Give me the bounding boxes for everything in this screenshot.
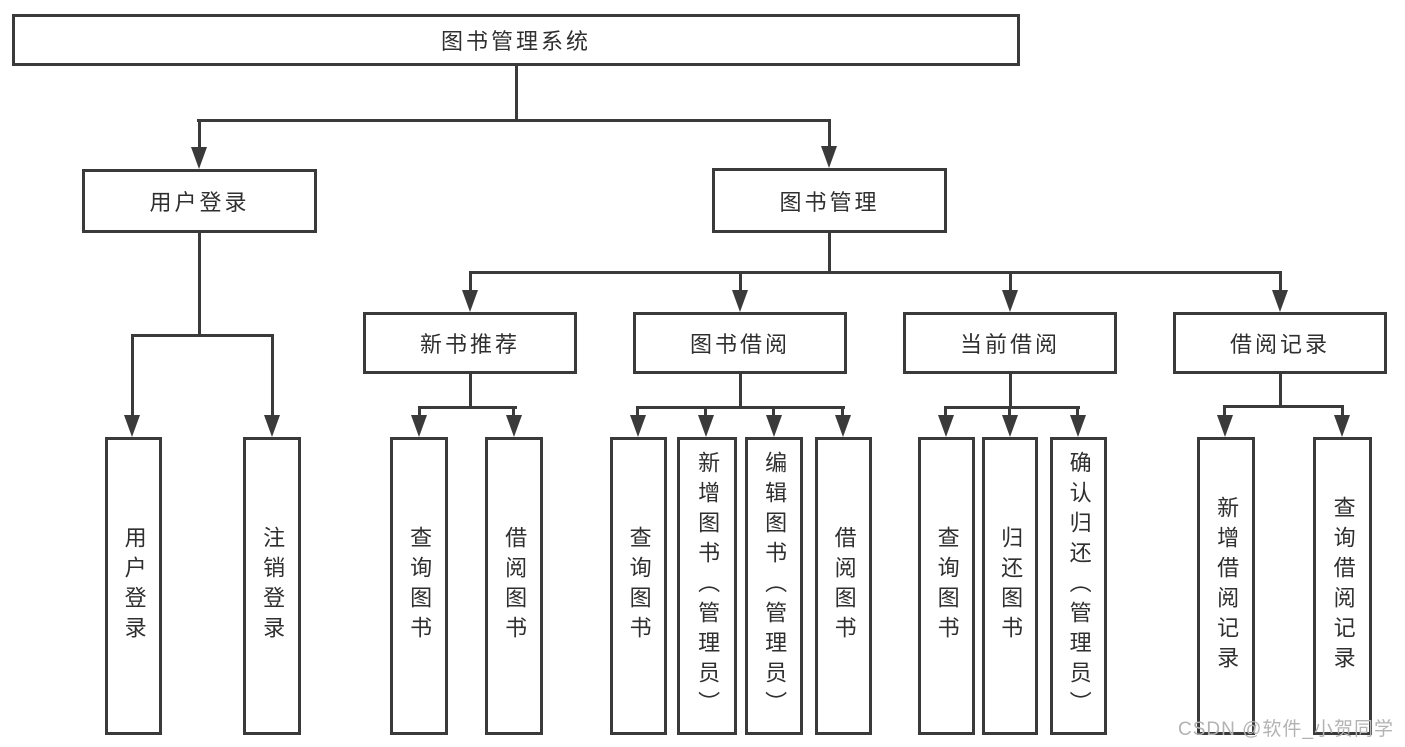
connector-to-current	[1009, 271, 1012, 295]
connector-to-book-mgmt	[828, 119, 831, 151]
node-records: 借阅记录	[1173, 312, 1387, 374]
node-book-mgmt-label: 图书管理	[779, 189, 880, 215]
arrowhead-user-login-icon	[191, 147, 207, 169]
leaf-newbooks-borrow: 借阅图书	[485, 437, 543, 735]
leaf-borrowing-borrow: 借阅图书	[815, 437, 872, 735]
leaf-newbooks-query: 查询图书	[390, 437, 448, 735]
node-new-books: 新书推荐	[363, 312, 577, 374]
connector-login-branch	[131, 334, 274, 337]
leaf-borrowing-edit: 编辑图书（管理员）	[745, 437, 803, 735]
node-borrowing-label: 图书借阅	[689, 332, 790, 357]
arrowhead-borrowing-query-icon	[630, 415, 646, 437]
node-current-label: 当前借阅	[959, 332, 1060, 357]
connector-to-borrowing-borrow	[841, 406, 844, 418]
arrowhead-records-query-icon	[1334, 415, 1350, 437]
connector-mgmt-branch	[469, 271, 1282, 274]
node-user-login: 用户登录	[82, 169, 317, 233]
leaf-current-query-label: 查询图书	[934, 526, 960, 646]
connector-records-stem	[1279, 374, 1282, 408]
node-root: 图书管理系统	[12, 14, 1020, 66]
connector-to-leaf-logout	[271, 334, 274, 418]
leaf-user-login: 用户登录	[105, 437, 162, 735]
arrowhead-borrowing-borrow-icon	[835, 415, 851, 437]
leaf-borrowing-edit-label: 编辑图书（管理员）	[762, 451, 788, 721]
arrowhead-borrowing-icon	[732, 290, 748, 312]
leaf-current-return-label: 归还图书	[998, 526, 1024, 646]
arrowhead-newbooks-query-icon	[411, 415, 427, 437]
connector-to-borrowing	[739, 271, 742, 295]
arrowhead-book-mgmt-icon	[821, 146, 837, 168]
leaf-current-confirm-label: 确认归还（管理员）	[1066, 451, 1092, 721]
node-user-login-label: 用户登录	[149, 190, 250, 215]
arrowhead-current-query-icon	[938, 415, 954, 437]
leaf-current-return: 归还图书	[982, 437, 1038, 735]
leaf-records-add: 新增借阅记录	[1197, 437, 1255, 735]
watermark: CSDN @软件_小贺同学	[1178, 719, 1394, 740]
connector-to-borrowing-query	[636, 406, 639, 418]
arrowhead-leaf-user-login-icon	[124, 415, 140, 437]
node-current: 当前借阅	[903, 312, 1117, 374]
leaf-records-query-label: 查询借阅记录	[1330, 496, 1356, 676]
leaf-borrowing-add: 新增图书（管理员）	[677, 437, 737, 735]
connector-root-branch	[197, 119, 831, 122]
connector-current-branch	[944, 406, 1080, 409]
connector-to-borrowing-edit	[772, 406, 775, 418]
arrowhead-leaf-logout-icon	[264, 415, 280, 437]
connector-newbooks-branch	[418, 406, 517, 409]
connector-to-records-add	[1223, 405, 1226, 418]
connector-to-current-query	[944, 406, 947, 418]
connector-mgmt-stem	[828, 233, 831, 274]
leaf-logout-label: 注销登录	[260, 526, 286, 646]
connector-login-stem	[198, 233, 201, 337]
connector-to-records-query	[1341, 405, 1344, 418]
connector-current-stem	[1009, 374, 1012, 409]
leaf-borrowing-add-label: 新增图书（管理员）	[695, 451, 721, 721]
connector-to-newbooks-query	[418, 406, 421, 418]
connector-borrowing-stem	[739, 374, 742, 409]
connector-to-leaf-user-login	[131, 334, 134, 418]
connector-records-branch	[1223, 405, 1344, 408]
connector-to-current-confirm	[1076, 406, 1079, 418]
connector-to-user-login	[198, 119, 201, 151]
arrowhead-current-return-icon	[1002, 415, 1018, 437]
arrowhead-newbooks-borrow-icon	[506, 415, 522, 437]
leaf-newbooks-query-label: 查询图书	[407, 526, 433, 646]
arrowhead-records-icon	[1272, 290, 1288, 312]
connector-to-newbooks-borrow	[512, 406, 515, 418]
connector-borrowing-branch	[636, 406, 845, 409]
connector-to-records	[1279, 271, 1282, 295]
arrowhead-current-confirm-icon	[1070, 415, 1086, 437]
connector-to-current-return	[1008, 406, 1011, 418]
connector-root-stem	[515, 66, 518, 122]
leaf-logout: 注销登录	[243, 437, 301, 735]
arrowhead-borrowing-edit-icon	[766, 415, 782, 437]
leaf-borrowing-query-label: 查询图书	[626, 526, 652, 646]
node-new-books-label: 新书推荐	[419, 332, 520, 357]
leaf-current-query: 查询图书	[918, 437, 975, 735]
leaf-borrowing-borrow-label: 借阅图书	[831, 526, 857, 646]
arrowhead-new-books-icon	[462, 290, 478, 312]
arrowhead-current-icon	[1002, 290, 1018, 312]
arrowhead-records-add-icon	[1217, 415, 1233, 437]
leaf-records-query: 查询借阅记录	[1313, 437, 1372, 735]
node-book-mgmt: 图书管理	[712, 168, 947, 233]
leaf-records-add-label: 新增借阅记录	[1214, 496, 1240, 676]
node-records-label: 借阅记录	[1229, 332, 1330, 357]
leaf-borrowing-query: 查询图书	[610, 437, 667, 735]
node-root-label: 图书管理系统	[440, 29, 591, 54]
leaf-newbooks-borrow-label: 借阅图书	[502, 526, 528, 646]
connector-newbooks-stem	[469, 374, 472, 409]
leaf-user-login-label: 用户登录	[121, 526, 147, 646]
node-borrowing: 图书借阅	[633, 312, 847, 374]
connector-to-new-books	[469, 271, 472, 295]
arrowhead-borrowing-add-icon	[698, 415, 714, 437]
leaf-current-confirm: 确认归还（管理员）	[1050, 437, 1107, 735]
connector-to-borrowing-add	[704, 406, 707, 418]
